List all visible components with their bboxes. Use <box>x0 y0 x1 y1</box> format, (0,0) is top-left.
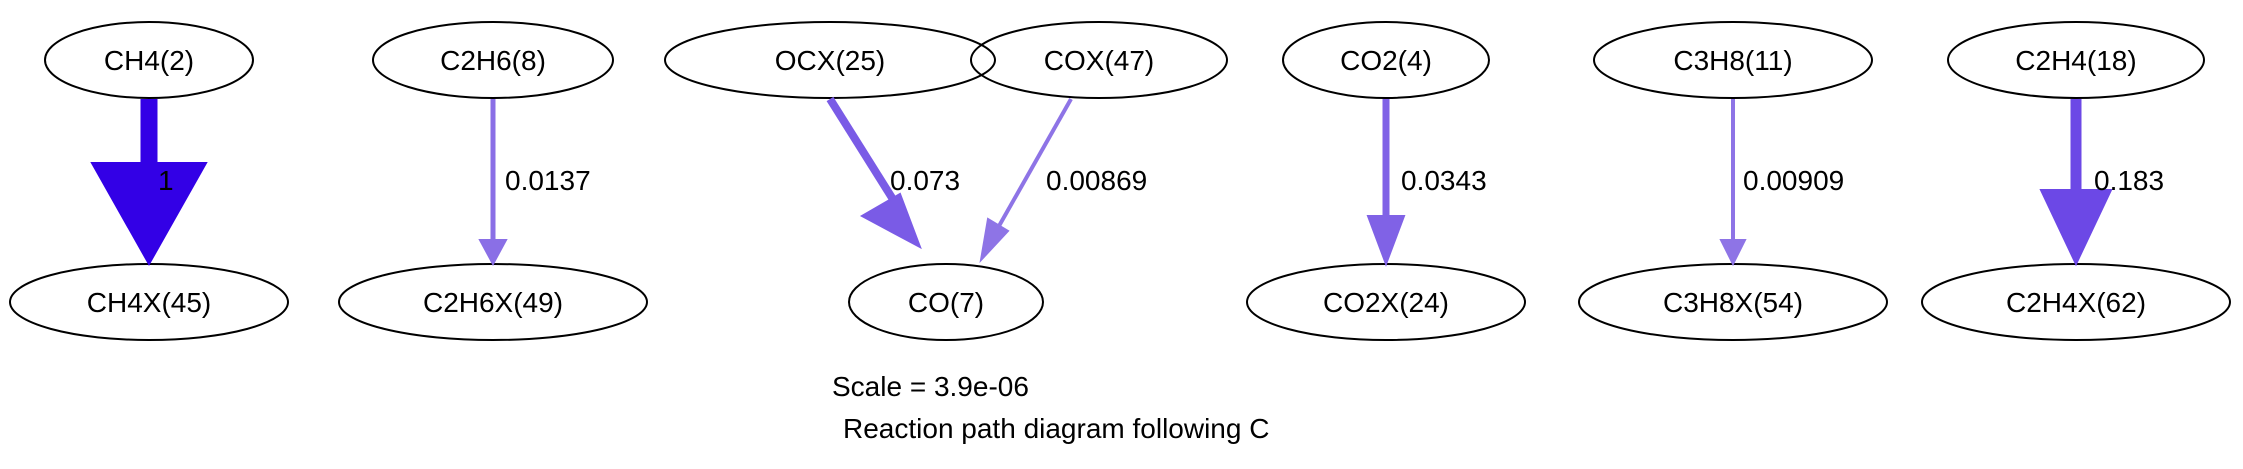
edge-label: 0.073 <box>890 165 960 196</box>
node-ch4: CH4(2) <box>44 21 254 99</box>
edge-c3h8-to-c3h8x: 0.00909 <box>1719 99 1844 267</box>
edge-arrowhead <box>2039 189 2113 267</box>
node-label: C3H8(11) <box>1673 45 1792 76</box>
node-c2h4x: C2H4X(62) <box>1921 263 2231 341</box>
diagram-title: Reaction path diagram following C <box>843 413 1269 444</box>
node-label: OCX(25) <box>775 45 885 76</box>
node-co2: CO2(4) <box>1282 21 1490 99</box>
node-label: CO2X(24) <box>1323 287 1449 318</box>
node-c2h6: C2H6(8) <box>372 21 614 99</box>
edge-label: 0.0137 <box>505 165 591 196</box>
edge-c2h6-to-c2h6x: 0.0137 <box>478 99 591 267</box>
node-c3h8: C3H8(11) <box>1593 21 1873 99</box>
node-label: C2H4X(62) <box>2006 287 2146 318</box>
edge-line <box>997 98 1073 227</box>
edge-arrowhead <box>478 239 508 267</box>
edge-label: 0.183 <box>2094 165 2164 196</box>
edge-arrowhead <box>90 162 208 267</box>
node-cox: COX(47) <box>970 21 1228 99</box>
edge-label: 0.00869 <box>1046 165 1147 196</box>
edge-label: 0.00909 <box>1743 165 1844 196</box>
node-co: CO(7) <box>848 263 1044 341</box>
node-label: C2H4(18) <box>2015 45 2136 76</box>
node-label: CO2(4) <box>1340 45 1432 76</box>
node-c3h8x: C3H8X(54) <box>1578 263 1888 341</box>
node-label: C3H8X(54) <box>1663 287 1803 318</box>
node-label: C2H6X(49) <box>423 287 563 318</box>
edge-label: 0.0343 <box>1401 165 1487 196</box>
node-ocx: OCX(25) <box>664 21 996 99</box>
edge-c2h4-to-c2h4x: 0.183 <box>2039 99 2164 267</box>
node-label: CH4(2) <box>104 45 194 76</box>
edge-arrowhead <box>1719 239 1747 267</box>
node-label: C2H6(8) <box>440 45 546 76</box>
node-ch4x: CH4X(45) <box>9 263 289 341</box>
edge-ocx-to-co: 0.073 <box>826 96 960 250</box>
edge-ch4-to-ch4x: 1 <box>90 99 208 267</box>
node-c2h6x: C2H6X(49) <box>338 263 648 341</box>
edge-line <box>826 96 898 204</box>
edge-co2-to-co2x: 0.0343 <box>1366 99 1487 267</box>
edge-cox-to-co: 0.00869 <box>979 98 1147 264</box>
node-label: CH4X(45) <box>87 287 211 318</box>
node-c2h4: C2H4(18) <box>1947 21 2205 99</box>
edge-arrowhead <box>859 192 922 250</box>
scale-caption: Scale = 3.9e-06 <box>832 371 1029 402</box>
edge-arrowhead <box>979 217 1010 264</box>
node-label: CO(7) <box>908 287 984 318</box>
edge-arrowhead <box>1366 215 1406 267</box>
node-co2x: CO2X(24) <box>1246 263 1526 341</box>
edge-label: 1 <box>158 165 174 196</box>
node-label: COX(47) <box>1044 45 1154 76</box>
